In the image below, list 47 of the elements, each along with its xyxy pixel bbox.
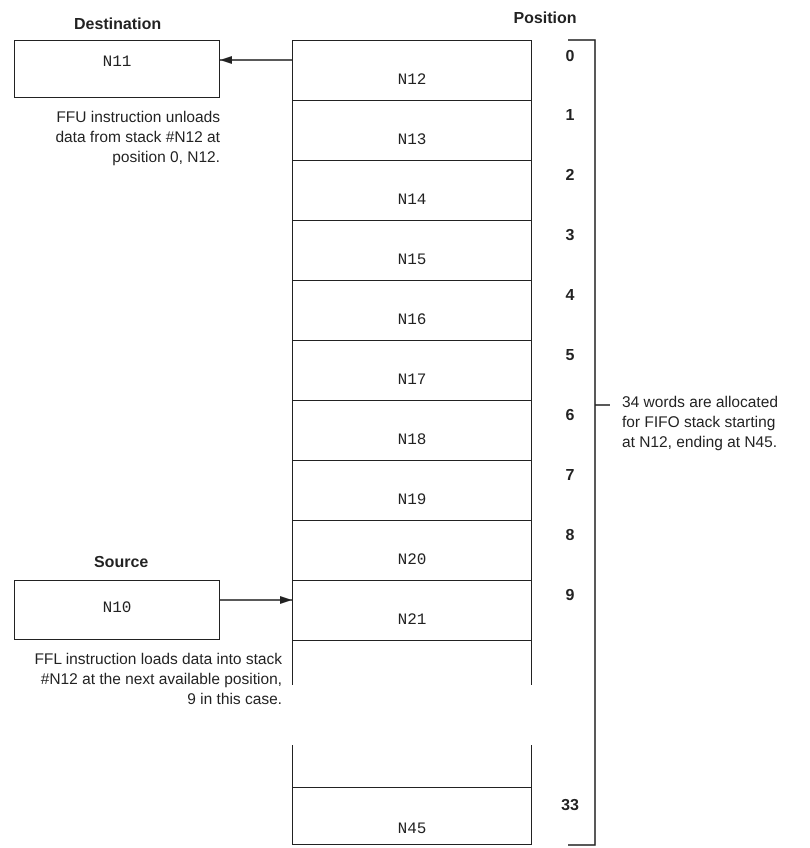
address-text: N13 — [396, 131, 428, 149]
position-number: 4 — [564, 287, 576, 305]
address-text: N14 — [396, 191, 428, 209]
note-text: 34 words are allocated for FIFO stack starting at N12, ending at N45. — [622, 393, 779, 453]
stack-cell — [292, 745, 532, 787]
heading-label: Destination — [74, 16, 162, 34]
stack-cell — [292, 460, 532, 520]
address-text: N45 — [396, 820, 428, 838]
column-heading: Position — [512, 10, 578, 28]
position-number: 6 — [564, 407, 576, 425]
arrow — [220, 596, 292, 604]
address-text: N15 — [396, 251, 428, 269]
stack-cell — [292, 400, 532, 460]
address-text: N21 — [396, 611, 428, 629]
note-text: FFL instruction loads data into stack #N12 at the next available position, 9 in this case. — [33, 650, 282, 710]
position-number: 9 — [564, 587, 576, 605]
address-text: N20 — [396, 551, 428, 569]
address-text: N16 — [396, 311, 428, 329]
position-number: 7 — [564, 467, 576, 485]
position-number: 0 — [564, 48, 576, 66]
position-number: 2 — [564, 167, 576, 185]
position-number: 1 — [564, 107, 576, 125]
position-number: 33 — [560, 797, 580, 815]
address-text: N10 — [102, 599, 132, 617]
stack-cell — [292, 280, 532, 340]
stack-cell — [292, 520, 532, 580]
stack-cell — [292, 787, 532, 845]
stack-cell — [292, 220, 532, 280]
heading-label: Source — [94, 554, 148, 572]
stack-cell — [292, 100, 532, 160]
position-number: 5 — [564, 347, 576, 365]
position-number: 3 — [564, 227, 576, 245]
address-text: N18 — [396, 431, 428, 449]
arrow — [220, 56, 292, 64]
position-number: 8 — [564, 527, 576, 545]
register-box — [14, 580, 220, 640]
stack-cell — [292, 40, 532, 100]
address-text: N19 — [396, 491, 428, 509]
stack-cell — [292, 160, 532, 220]
address-text: N17 — [396, 371, 428, 389]
address-text: N12 — [396, 71, 428, 89]
note-text: FFU instruction unloads data from stack #N12 at position 0, N12. — [54, 108, 220, 168]
address-text: N11 — [102, 53, 132, 71]
stack-cell — [292, 640, 532, 685]
stack-cell — [292, 580, 532, 640]
register-box — [14, 40, 220, 98]
stack-cell — [292, 340, 532, 400]
